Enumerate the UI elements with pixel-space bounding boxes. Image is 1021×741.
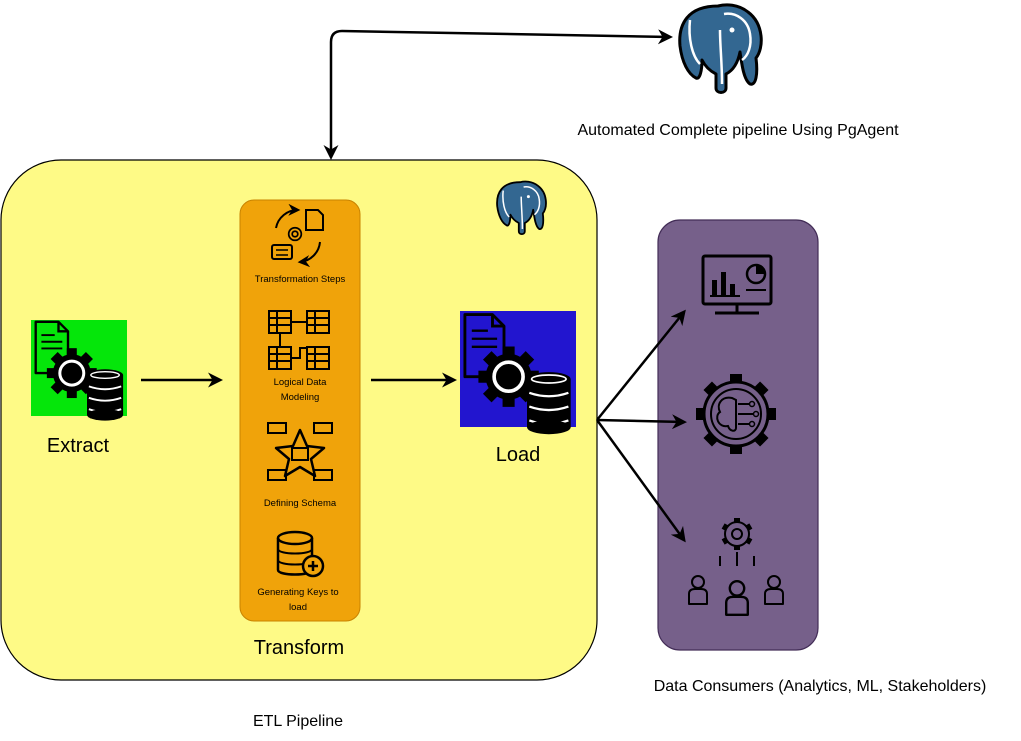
analytics-monitor-icon: [701, 254, 773, 315]
table-relations-icon: [268, 310, 330, 370]
transform-step-label: load: [289, 602, 307, 613]
transform-step-label: Defining Schema: [264, 498, 337, 509]
automation-arrow: [323, 29, 673, 160]
etl-pipeline-label: ETL Pipeline: [253, 713, 343, 730]
postgresql-elephant-icon: [678, 3, 763, 95]
load-to-stakeholders-arrow: [595, 419, 686, 543]
transform-label: Transform: [254, 637, 344, 659]
transformation-cycle-icon: [271, 203, 324, 268]
load-icon: [460, 311, 576, 434]
transform-step-label: Transformation Steps: [255, 274, 346, 285]
transform-step-label: Logical Data: [274, 377, 328, 388]
data-consumers-label: Data Consumers (Analytics, ML, Stakehold…: [654, 678, 987, 695]
stakeholders-group-icon: [688, 518, 784, 616]
transform-step-label: Generating Keys to: [257, 587, 338, 598]
automation-label: Automated Complete pipeline Using PgAgen…: [577, 122, 899, 139]
schema-star-icon: [267, 422, 333, 481]
database-add-icon: [276, 530, 325, 578]
ml-brain-gear-icon: [696, 374, 776, 454]
load-to-ml-arrow: [596, 414, 687, 430]
transform-step-label: Modeling: [281, 392, 320, 403]
load-to-analytics-arrow: [596, 309, 686, 421]
extract-label: Extract: [47, 435, 110, 457]
load-label: Load: [496, 444, 541, 466]
extract-icon: [31, 320, 127, 421]
transform-column: [239, 199, 361, 622]
